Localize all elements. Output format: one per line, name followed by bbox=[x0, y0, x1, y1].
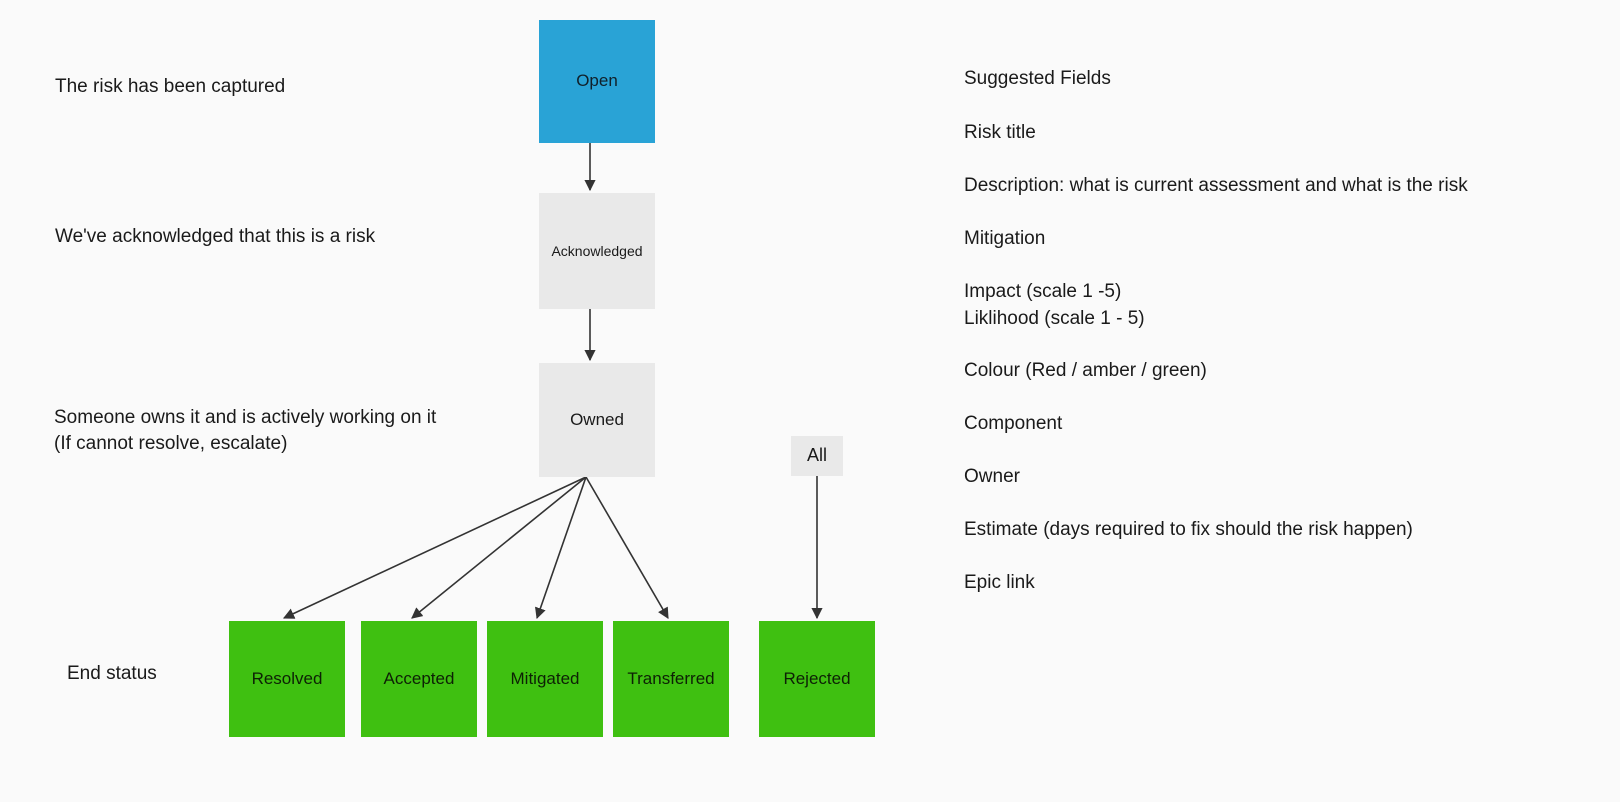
suggested-fields-heading: Suggested Fields bbox=[964, 68, 1111, 89]
node-label: All bbox=[806, 445, 827, 466]
arrow-owned-to-mitigated bbox=[535, 476, 587, 620]
field-estimate: Estimate (days required to fix should th… bbox=[964, 519, 1413, 540]
node-label: Mitigated bbox=[510, 668, 580, 688]
node-rejected[interactable]: Rejected bbox=[759, 621, 875, 737]
node-label: Acknowledged bbox=[551, 242, 643, 259]
caption-owned: Someone owns it and is actively working … bbox=[54, 407, 437, 454]
caption-endstatus: End status bbox=[67, 663, 157, 684]
arrow-owned-to-resolved bbox=[282, 476, 587, 619]
field-risk-title: Risk title bbox=[964, 122, 1036, 143]
node-resolved[interactable]: Resolved bbox=[229, 621, 345, 737]
caption-ack: We've acknowledged that this is a risk bbox=[55, 226, 376, 247]
node-label: Open bbox=[576, 71, 618, 91]
node-transferred[interactable]: Transferred bbox=[613, 621, 729, 737]
node-accepted[interactable]: Accepted bbox=[361, 621, 477, 737]
field-component: Component bbox=[964, 413, 1063, 434]
node-acknowledged[interactable]: Acknowledged bbox=[539, 193, 655, 309]
node-label: Resolved bbox=[251, 668, 323, 688]
arrow-owned-to-transferred bbox=[585, 476, 669, 619]
field-description: Description: what is current assessment … bbox=[964, 175, 1468, 196]
node-label: Rejected bbox=[783, 668, 851, 688]
node-label: Owned bbox=[570, 409, 624, 429]
node-label: Accepted bbox=[383, 668, 455, 688]
arrow-owned-to-accepted bbox=[411, 476, 587, 619]
node-mitigated[interactable]: Mitigated bbox=[487, 621, 603, 737]
field-impact: Impact (scale 1 -5) Liklihood (scale 1 -… bbox=[964, 281, 1145, 329]
field-mitigation: Mitigation bbox=[964, 228, 1046, 249]
node-open[interactable]: Open bbox=[539, 20, 655, 143]
caption-open: The risk has been captured bbox=[55, 76, 286, 97]
node-label: Transferred bbox=[627, 668, 715, 688]
node-all[interactable]: All bbox=[791, 436, 843, 476]
node-owned[interactable]: Owned bbox=[539, 363, 655, 477]
field-colour: Colour (Red / amber / green) bbox=[964, 360, 1207, 381]
field-owner: Owner bbox=[964, 466, 1020, 487]
field-epic-link: Epic link bbox=[964, 572, 1035, 593]
